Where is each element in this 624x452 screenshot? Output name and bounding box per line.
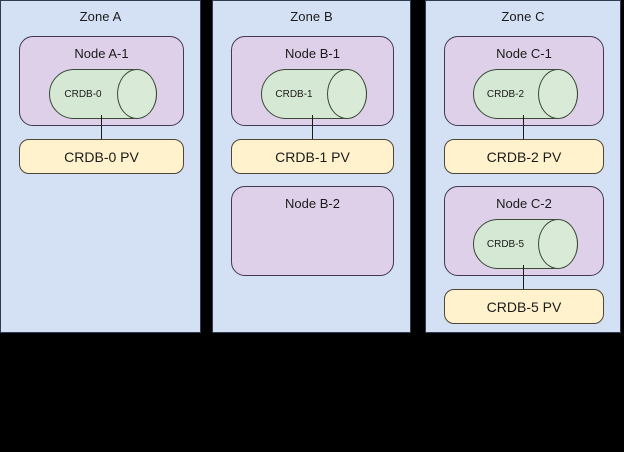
zone-panel-zone-b[interactable]: Zone B Node B-1 CRDB-1 CRDB-1 PV Node B-… (212, 0, 411, 333)
zone-panel-zone-a[interactable]: Zone A Node A-1 CRDB-0 CRDB-0 PV (0, 0, 201, 333)
node-title: Node B-2 (285, 196, 340, 211)
connector-node-c-1-to-crdb-2-pv (523, 115, 524, 141)
database-cylinder-crdb-2[interactable]: CRDB-2 (473, 69, 578, 119)
connector-node-c-2-to-crdb-5-pv (523, 265, 524, 291)
database-label: CRDB-5 (486, 238, 525, 250)
pv-box-crdb-1-pv[interactable]: CRDB-1 PV (231, 139, 394, 174)
cylinder-cap-icon (538, 219, 578, 269)
cylinder-cap-icon (327, 69, 367, 119)
zone-title: Zone A (79, 9, 122, 24)
database-label: CRDB-2 (486, 88, 525, 100)
database-label: CRDB-0 (64, 88, 102, 100)
node-title: Node C-2 (496, 196, 552, 211)
connector-node-a-1-to-crdb-0-pv (101, 115, 102, 141)
pv-box-crdb-0-pv[interactable]: CRDB-0 PV (19, 139, 184, 174)
zone-title: Zone B (290, 9, 333, 24)
node-title: Node C-1 (496, 46, 552, 61)
pv-box-crdb-2-pv[interactable]: CRDB-2 PV (444, 139, 604, 174)
node-title: Node A-1 (74, 46, 129, 61)
database-label: CRDB-1 (275, 88, 313, 100)
node-box-node-b-2[interactable]: Node B-2 (231, 186, 394, 276)
zone-title: Zone C (501, 9, 545, 24)
connector-node-b-1-to-crdb-1-pv (312, 115, 313, 141)
database-cylinder-crdb-5[interactable]: CRDB-5 (473, 219, 578, 269)
cylinder-cap-icon (538, 69, 578, 119)
node-box-node-a-1[interactable]: Node A-1 CRDB-0 (19, 36, 184, 126)
node-box-node-c-1[interactable]: Node C-1 CRDB-2 (444, 36, 604, 126)
database-cylinder-crdb-0[interactable]: CRDB-0 (49, 69, 157, 119)
cylinder-cap-icon (117, 69, 157, 119)
pv-box-crdb-5-pv[interactable]: CRDB-5 PV (444, 289, 604, 324)
node-box-node-b-1[interactable]: Node B-1 CRDB-1 (231, 36, 394, 126)
database-cylinder-crdb-1[interactable]: CRDB-1 (261, 69, 367, 119)
zone-panel-zone-c[interactable]: Zone C Node C-1 CRDB-2 CRDB-2 PV Node C-… (425, 0, 621, 333)
node-box-node-c-2[interactable]: Node C-2 CRDB-5 (444, 186, 604, 276)
node-title: Node B-1 (285, 46, 340, 61)
